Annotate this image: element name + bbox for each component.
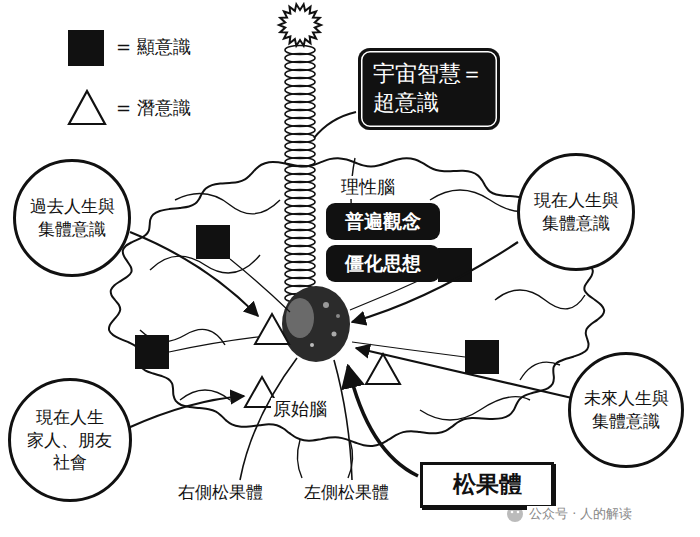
life-circle: 未來人生與 集體意識 xyxy=(568,352,684,468)
conscious-square xyxy=(438,248,472,282)
node-text: 普遍觀念 xyxy=(345,209,421,234)
highlight-box: 宇宙智慧＝ 超意識 xyxy=(358,48,500,130)
conscious-square xyxy=(465,340,499,374)
pineal-blob xyxy=(282,286,350,362)
influence-arrow xyxy=(128,396,244,428)
leader-line xyxy=(314,112,356,138)
pineal-speck xyxy=(336,314,340,318)
influence-arrow xyxy=(130,232,258,316)
node-text: 僵化思想 xyxy=(345,251,421,276)
brain-stem xyxy=(297,440,352,478)
node-text: 宇宙智慧＝ 超意識 xyxy=(373,60,485,117)
brain-fold xyxy=(420,397,530,420)
concept-box: 普遍觀念 xyxy=(326,203,440,240)
conscious-square xyxy=(196,225,230,259)
node-text: 未來人生與 集體意識 xyxy=(583,387,670,433)
spiral-coil xyxy=(285,46,315,303)
influence-arrows xyxy=(128,232,572,428)
callout-box: 松果體 xyxy=(420,462,554,508)
pineal-speck xyxy=(332,332,337,337)
thin-line xyxy=(352,342,465,357)
subconscious-triangles xyxy=(245,314,400,407)
region-label: 原始腦 xyxy=(271,398,329,421)
node-text: 過去人生與 集體意識 xyxy=(29,195,116,241)
node-text: 松果體 xyxy=(453,470,522,500)
brain-fold xyxy=(175,194,280,214)
node-text: 現在人生 家人、朋友 社會 xyxy=(27,406,114,475)
leader-lines xyxy=(240,112,418,480)
part-label: 左側松果體 xyxy=(302,482,391,503)
wechat-icon xyxy=(507,506,523,522)
legend-text: = 顯意識 xyxy=(116,36,191,59)
subconscious-triangle xyxy=(255,314,289,344)
conscious-square xyxy=(135,335,169,369)
part-label: 右側松果體 xyxy=(176,482,265,503)
thin-line xyxy=(230,259,290,312)
subconscious-triangle xyxy=(366,354,400,384)
influence-arrow xyxy=(356,348,572,398)
legend-triangle xyxy=(66,88,108,128)
node-text: 現在人生與 集體意識 xyxy=(533,189,620,235)
watermark: 公众号 · 人的解读 xyxy=(527,506,634,522)
pineal-speck xyxy=(323,302,329,308)
life-circle: 現在人生 家人、朋友 社會 xyxy=(8,378,133,503)
legend-text: = 潛意識 xyxy=(116,97,191,120)
sun-symbol xyxy=(279,4,321,45)
region-label: 理性腦 xyxy=(339,176,397,199)
watermark-icon xyxy=(507,506,523,522)
wechat-icon-dot xyxy=(511,511,514,514)
brain-fold xyxy=(520,362,560,380)
life-circle: 現在人生與 集體意識 xyxy=(517,153,635,271)
legend-triangle-shape xyxy=(69,91,105,124)
pineal-gland xyxy=(282,286,350,362)
legend-swatch xyxy=(68,30,104,66)
pineal-shade xyxy=(286,298,314,338)
concept-box: 僵化思想 xyxy=(326,245,440,282)
brain-fold xyxy=(495,290,585,309)
conscious-squares xyxy=(135,225,499,374)
pineal-speck xyxy=(310,343,314,347)
leader-arrow xyxy=(348,366,418,476)
wechat-icon-dot xyxy=(517,511,520,514)
life-circle: 過去人生與 集體意識 xyxy=(13,159,131,277)
